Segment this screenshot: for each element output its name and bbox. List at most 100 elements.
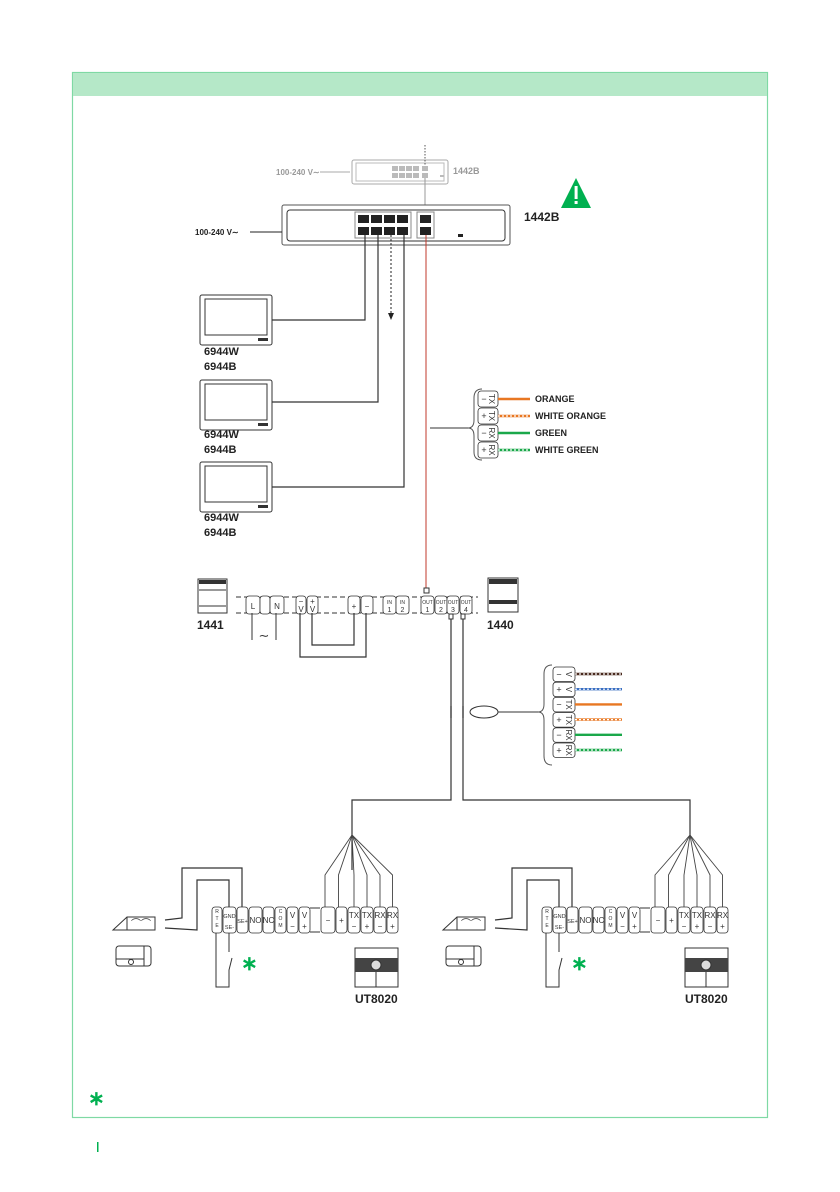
switch-secondary-power: 100-240 V∼: [276, 168, 320, 177]
pair-signal: RX: [564, 745, 573, 757]
monitor-label: 6944B: [204, 527, 236, 539]
panel-terminal: [566, 906, 579, 934]
asterisk-note-marker: ∗: [241, 953, 258, 975]
switch-secondary-label: 1442B: [453, 166, 480, 176]
panel-terminal: [690, 906, 704, 934]
terminal-label: SE-: [555, 925, 564, 931]
monitor-6944: 6944W 6944B: [199, 461, 273, 539]
power-wiring: ∼: [251, 587, 691, 870]
pair-sign: +: [556, 745, 561, 755]
panel-label: UT8020: [685, 992, 728, 1006]
terminal-label: −: [365, 602, 370, 611]
cable-pair-row: +TX: [552, 712, 622, 728]
terminal-label: V: [302, 911, 308, 920]
terminal-label: +: [669, 916, 674, 925]
panel-label: UT8020: [355, 992, 398, 1006]
terminal-label: −: [378, 922, 383, 931]
cable-pair-row: −V: [552, 666, 622, 682]
terminal-label: +: [365, 922, 370, 931]
pair-sign: +: [556, 684, 561, 694]
power-terminal: [295, 595, 307, 615]
power-terminal: [259, 595, 271, 615]
monitor-label: 6944B: [204, 444, 236, 456]
terminal-label: TX: [362, 911, 373, 920]
psu-label: 1441: [197, 618, 224, 632]
terminal-label: N: [274, 602, 280, 611]
cable-pair-row: +V: [552, 681, 622, 698]
terminal-label: RX: [717, 911, 729, 920]
panel-terminal: [386, 906, 399, 934]
terminal-label: 2: [439, 607, 443, 614]
monitor-label: 6944B: [204, 361, 236, 373]
terminal-label: −: [682, 922, 687, 931]
fan-wire: [683, 834, 691, 907]
pair-signal: RX: [487, 444, 496, 456]
terminal-label: NC: [593, 916, 605, 925]
cable-pair-row: −RX: [552, 727, 622, 743]
terminal-label: −: [326, 916, 331, 925]
wire-color-label: ORANGE: [535, 394, 575, 404]
fan-wire: [351, 834, 355, 907]
lock-device-icon: [445, 945, 482, 967]
terminal-label: R: [215, 909, 219, 915]
pair-sign: +: [556, 715, 561, 725]
switch-main: 100-240 V∼ 1442B: [195, 204, 560, 246]
terminal-label: SE+: [567, 919, 578, 925]
electric-lock-icon: [441, 916, 486, 931]
terminal-label: SE+: [237, 919, 248, 925]
panel-terminal: [286, 906, 299, 934]
terminal-label: V: [290, 911, 296, 920]
terminal-label: +: [390, 922, 395, 931]
cable-pair-row: −TX: [552, 697, 622, 713]
pair-signal: TX: [487, 411, 496, 422]
terminal-label: 1: [426, 607, 430, 614]
terminal-label: R: [545, 909, 549, 915]
lock-coil-symbol: ⌒⌒: [131, 918, 151, 930]
panel-terminal: [373, 906, 387, 934]
mains-symbol: ∼: [259, 628, 270, 643]
panel-terminal: [703, 906, 717, 934]
fan-wire: [654, 834, 691, 907]
pair-signal: TX: [564, 715, 573, 726]
lock-coil-symbol: ⌒⌒: [461, 918, 481, 930]
terminal-label: O: [279, 916, 283, 922]
panel-terminal: [541, 906, 553, 934]
pair-sign: −: [481, 394, 486, 404]
panel-terminal: [236, 906, 249, 934]
terminal-label: O: [609, 916, 613, 922]
exit-button-wire: [215, 933, 233, 988]
electric-lock-icon: [111, 916, 156, 931]
psu-1441: 1441: [197, 578, 228, 632]
panel-terminal: [320, 906, 336, 934]
hub-1440: 1440: [487, 577, 519, 632]
pair-sign: −: [556, 669, 561, 679]
panel-terminal: [604, 906, 617, 934]
terminal-label: NO: [250, 916, 262, 925]
fan-wire: [351, 834, 368, 907]
wire-color-label: WHITE GREEN: [535, 445, 599, 455]
terminal-label: NC: [263, 916, 275, 925]
terminal-label: OUT: [461, 600, 472, 606]
power-terminal: [395, 595, 410, 615]
terminal-label: V: [632, 911, 638, 920]
pair-sign: −: [556, 730, 561, 740]
panel-terminal: [335, 906, 348, 934]
terminal-label: −: [299, 597, 304, 606]
fan-wire: [351, 834, 381, 907]
panel-terminal: [592, 906, 605, 934]
wire-color-label: WHITE ORANGE: [535, 411, 606, 421]
monitor-label: 6944W: [204, 512, 239, 524]
panel-terminal: [716, 906, 729, 934]
terminal-label: +: [720, 922, 725, 931]
panel-terminal: [616, 906, 629, 934]
terminal-label: TX: [679, 911, 690, 920]
terminal-label: T: [215, 916, 218, 922]
warning-icon: [561, 178, 591, 208]
pair-sign: −: [556, 700, 561, 710]
fan-wire: [689, 834, 711, 907]
panel-terminal: [665, 906, 678, 934]
power-terminal: [360, 595, 374, 615]
lock-wire: [164, 867, 243, 921]
